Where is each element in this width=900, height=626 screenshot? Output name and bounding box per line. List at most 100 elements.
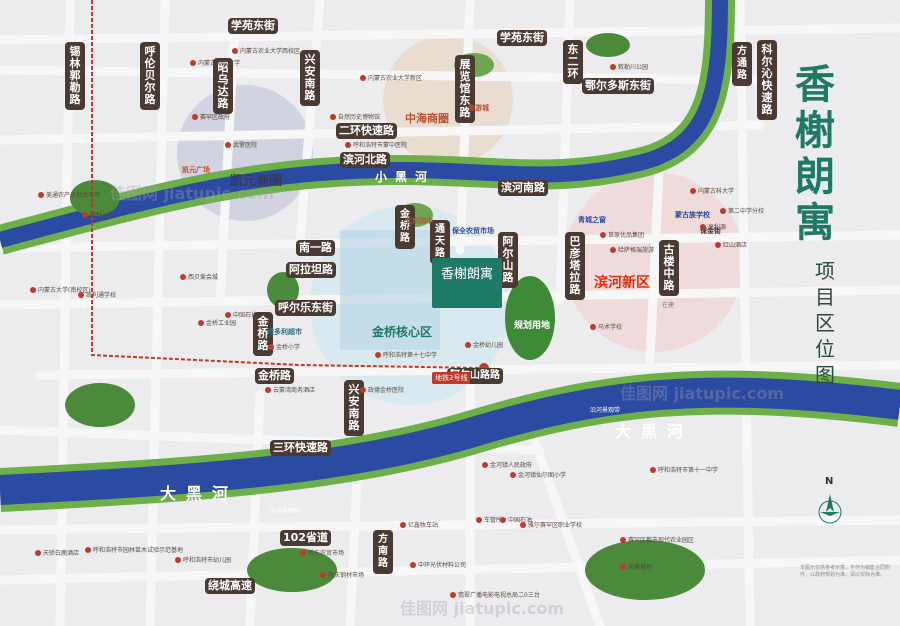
poi-label: 中环光伏材料公司 [418, 562, 467, 569]
poi-marker-icon [720, 207, 726, 214]
poi-item: 隆庆钢材市场 [320, 570, 364, 579]
poi-marker-icon [476, 516, 482, 523]
compass-north-label: N [825, 476, 834, 487]
road-binhenan: 滨河南路 [498, 180, 548, 196]
poi-item: 呼和浩特第十七中学 [375, 350, 437, 359]
poi-marker-icon [38, 191, 44, 198]
poi-label: 西贝爱会城 [188, 274, 219, 281]
road-dongerhuan: 东二环 [563, 40, 583, 84]
poi-item: 自然历史博物馆 [330, 112, 380, 121]
road-fangnan: 方南路 [373, 530, 393, 574]
poi-marker-icon [400, 521, 406, 528]
poi-marker-icon [600, 231, 606, 238]
poi-marker-icon [360, 74, 366, 81]
poi-marker-icon [510, 471, 516, 478]
road-nanyi: 南一路 [296, 240, 335, 256]
poi-label: 内蒙古师范大学 [198, 60, 241, 67]
poi-label: 云蒙湾商务酒店 [273, 387, 316, 394]
poi-marker-icon [700, 223, 706, 230]
poi-item: 呼和浩特市第十一中学 [650, 465, 718, 474]
poi-marker-icon [610, 63, 616, 70]
poi-item: 美通农产品批发市场 [38, 190, 100, 199]
poi-marker-icon [35, 549, 41, 556]
poi-marker-icon [650, 466, 656, 473]
poi-item: 草原优品集团 [600, 230, 644, 239]
poi-item: 天骄白鹿酒店 [35, 548, 79, 557]
poi-marker-icon [690, 187, 696, 194]
road-xingan: 兴安南路 [300, 50, 320, 106]
poi-item: 内蒙古师范大学 [190, 58, 240, 67]
poi-label: 采摘基地 [628, 564, 653, 571]
hl-wanda: 维多利超市 [267, 328, 302, 336]
poi-marker-icon [410, 561, 416, 568]
poi-marker-icon [175, 556, 181, 563]
poi-marker-icon [520, 521, 526, 528]
poi-item: 金桥工业园 [198, 318, 236, 327]
big-river-label-2: 大黑河 [615, 422, 694, 441]
poi-item: 中国石化 [225, 310, 257, 319]
district-kaiyuan: 凯元商圈 [230, 174, 283, 189]
road-xueyuan: 学苑东街 [228, 18, 278, 34]
page-title: 香榭朗寓 [795, 61, 835, 246]
poi-label: 金河镇仙尔图小学 [518, 472, 567, 479]
poi-label: 呼和浩特市园林苗木试验示范基地 [93, 547, 184, 554]
embankment-label-2: 沿河景观带 [590, 407, 621, 414]
poi-marker-icon [180, 273, 186, 280]
road-102: 102省道 [280, 530, 331, 546]
road-jinqiao-label: 金桥路 [255, 368, 294, 384]
road-jinqiao2: 金桥路 [395, 205, 415, 249]
road-gulou: 古楼中路 [659, 240, 679, 296]
poi-label: 第二中学分校 [728, 208, 765, 215]
road-eerduosi: 鄂尔多斯东街 [582, 78, 654, 94]
poi-marker-icon [225, 311, 231, 318]
poi-marker-icon [198, 319, 204, 326]
poi-item: 赛罕区都市现代农业园区 [620, 535, 694, 544]
road-binhebei: 滨河北路 [340, 152, 390, 168]
poi-marker-icon [715, 241, 721, 248]
hl-beijing-school: 北京四中 [405, 217, 433, 225]
road-keerqin: 科尔沁快速路 [757, 40, 777, 120]
poi-marker-icon [30, 286, 36, 293]
road-tongtian: 通天路 [430, 220, 450, 264]
compass-icon: N [815, 476, 845, 530]
poi-label: 天骄白鹿酒店 [43, 550, 80, 557]
road-hulunbeier: 呼伦贝尔路 [140, 42, 160, 110]
road-xilin: 锡林郭勒路 [65, 42, 85, 110]
poi-label: 呼和浩特市蒙中医院 [353, 142, 408, 149]
poi-label: 武警医院 [233, 142, 258, 149]
poi-item: 金河镇仙尔图小学 [510, 470, 566, 479]
poi-marker-icon [482, 461, 488, 468]
road-ahladan: 阿拉坦路 [286, 262, 336, 278]
poi-label: 政德金桥医院 [368, 387, 405, 394]
poi-item: 第二中学分校 [720, 206, 764, 215]
poi-item: 武警医院 [225, 140, 257, 149]
poi-label: 锡林公园 [90, 212, 115, 219]
poi-label: 红山酒店 [723, 242, 748, 249]
poi-marker-icon [192, 113, 198, 120]
poi-marker-icon [320, 571, 326, 578]
poi-item: 车管所 [476, 515, 502, 524]
poi-item: 马术学校 [590, 322, 622, 331]
district-binhe: 滨河新区 [594, 275, 650, 291]
poi-label: 金桥小学 [276, 344, 301, 351]
poi-label: 马术学校 [598, 324, 623, 331]
poi-marker-icon [360, 386, 366, 393]
gulou-status: 在建 [662, 302, 675, 309]
road-huerji: 呼尔乐东街 [275, 300, 336, 316]
poi-label: 内蒙古科大学 [698, 188, 735, 195]
poi-marker-icon [620, 536, 626, 543]
project-logo: 香榭朗寓 [432, 258, 502, 308]
poi-marker-icon [610, 246, 616, 253]
poi-label: 金桥工业园 [206, 320, 237, 327]
poi-label: 隆庆钢材市场 [328, 572, 365, 579]
road-fangtong: 方通路 [732, 42, 752, 86]
hl-baoquan: 保全农贸市场 [452, 227, 494, 235]
poi-label: 赛罕区政府 [200, 114, 231, 121]
poi-item: 内蒙古农业大学西校区 [232, 46, 300, 55]
road-aershan: 阿尔山路 [498, 232, 518, 288]
poi-item: 云蒙湾商务酒店 [265, 385, 315, 394]
poi-label: 翡翠广播电影电视总局二0三台 [458, 592, 540, 599]
poi-label: 自然历史博物馆 [338, 114, 381, 121]
poi-marker-icon [330, 113, 336, 120]
poi-label: 高利源 [708, 224, 727, 231]
